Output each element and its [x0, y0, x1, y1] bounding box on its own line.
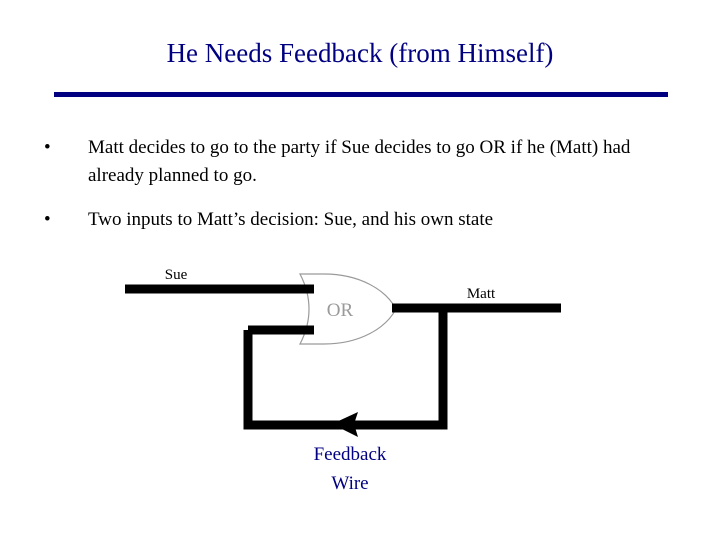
bullet-text: Matt decides to go to the party if Sue d… — [88, 137, 631, 186]
label-matt: Matt — [467, 286, 496, 302]
or-gate-shape — [299, 273, 397, 345]
bullet-marker-icon: • — [44, 209, 51, 230]
label-feedback-wire-line2: Wire — [331, 473, 368, 494]
feedback-arrow-icon — [332, 412, 358, 437]
label-feedback-wire-line1: Feedback — [314, 444, 387, 465]
bullet-item: • Two inputs to Matt’s decision: Sue, an… — [40, 206, 690, 234]
or-gate-label: OR — [327, 300, 354, 321]
bullet-text: Two inputs to Matt’s decision: Sue, and … — [88, 209, 494, 230]
bullet-marker-icon: • — [44, 137, 51, 158]
title-divider — [54, 92, 668, 97]
page-title: He Needs Feedback (from Himself) — [166, 38, 554, 68]
bullet-item: • Matt decides to go to the party if Sue… — [40, 134, 690, 190]
label-sue: Sue — [165, 267, 188, 283]
or-gate-feedback-diagram: OR Sue Matt Feedback Wire — [0, 250, 720, 540]
